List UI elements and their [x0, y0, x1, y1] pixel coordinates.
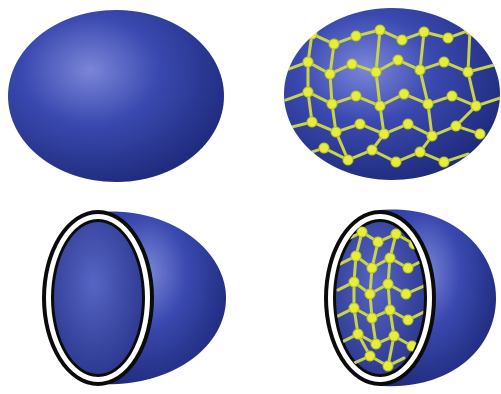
panel-plain-sphere — [8, 10, 224, 182]
panel-hollow-shell — [42, 210, 226, 386]
panel-sphere-with-network — [284, 8, 500, 180]
sphere-body — [8, 10, 224, 182]
panel-shell-with-network — [324, 209, 496, 386]
shell-interior — [54, 222, 142, 374]
